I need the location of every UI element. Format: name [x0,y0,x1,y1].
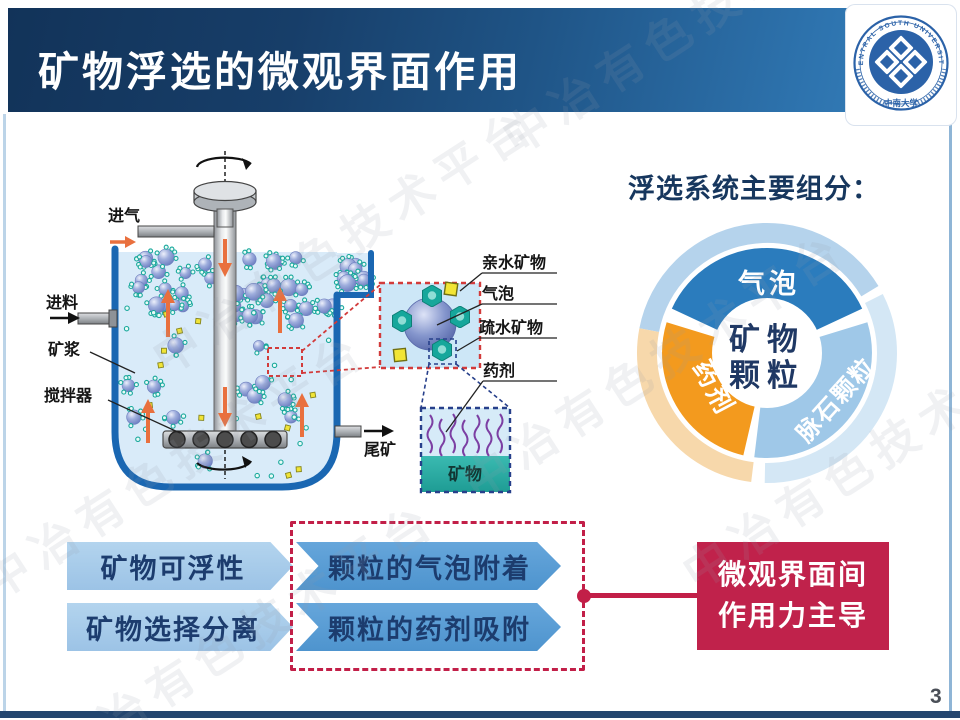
header-band: 矿物浮选的微观界面作用 [8,8,952,112]
connector-line [585,593,697,598]
donut-center-line1: 矿物 [729,322,805,357]
flow-right-1: 颗粒的气泡附着 [296,542,561,590]
emphasis-dashed-box [290,521,585,671]
slide-border-right [949,114,952,712]
label-mineral: 矿物 [448,464,482,484]
halo-bubble [639,222,879,333]
label-air-in: 进气 [108,206,140,225]
composition-donut: 气泡 脉石颗粒 药剂 矿物 颗粒 [637,222,897,484]
flow-right-2: 颗粒的药剂吸附 [296,603,561,651]
page-title: 矿物浮选的微观界面作用 [38,49,522,95]
label-feed: 进料 [46,293,78,312]
slide-border-bottom [0,711,960,718]
label-hydrophobic: 疏水矿物 [479,318,543,337]
segment-gangue [754,322,872,458]
conclusion-box: 微观界面间 作用力主导 [697,542,889,650]
label-hydrophilic: 亲水矿物 [482,253,546,272]
label-agitator: 搅拌器 [44,386,93,405]
conclusion-line2: 作用力主导 [717,600,868,631]
halo-reagent [637,328,754,483]
tank-wall [111,245,341,491]
label-tailings: 尾矿 [364,440,396,459]
label-bubble: 气泡 [481,284,514,303]
segment-reagent [662,322,757,456]
flotation-cell-diagram: 进气 进料 矿浆 搅拌器 尾矿 [44,151,557,494]
launder-wall [334,250,374,298]
flow-left-1: 矿物可浮性 [67,542,293,590]
flow-left-2: 矿物选择分离 [67,603,293,651]
conclusion-line1: 微观界面间 [717,559,868,591]
inset-leaders [436,272,557,433]
segment-label-bubble: 气泡 [737,268,800,299]
segment-bubble [671,248,863,332]
logo-university-name-cn: 中南大学 [884,98,919,108]
halo-gangue [764,293,897,484]
university-seal-icon: CENTRAL SOUTH UNIVERSITY 中南大学 [853,15,949,111]
university-logo: CENTRAL SOUTH UNIVERSITY 中南大学 [845,4,957,126]
leader-lines [89,351,181,434]
donut-center-line2: 颗粒 [729,358,805,393]
reagent-molecules [426,413,504,457]
connector-dot [577,589,591,603]
donut-center [712,298,822,408]
bubble-inset [378,281,511,409]
label-reagent: 药剂 [483,361,515,380]
label-pulp: 矿浆 [48,340,81,359]
page-number: 3 [930,685,942,708]
slide-border-left [3,114,6,712]
flow-arrows [141,239,309,443]
stream-arrows [50,312,394,437]
air-arrow [110,236,136,248]
magnify-source-box [267,347,303,377]
composition-heading: 浮选系统主要组分： [628,174,880,204]
reagent-inset: 矿物 [419,406,512,494]
impeller [162,430,288,479]
